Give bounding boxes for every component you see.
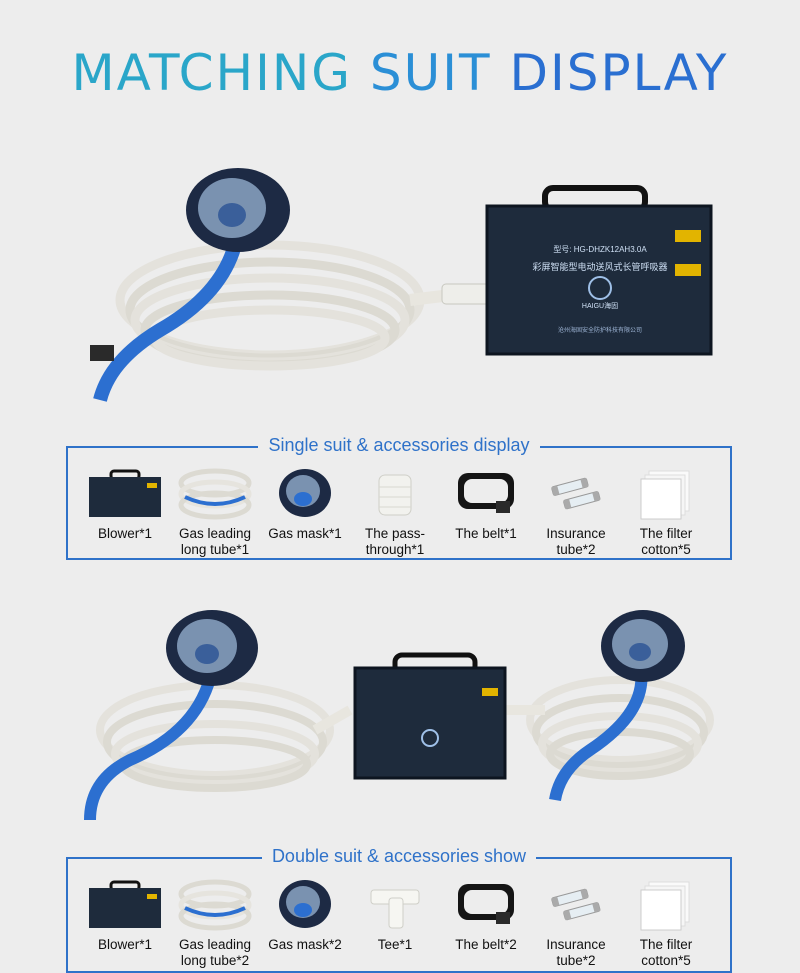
double-heading: Double suit & accessories show [261, 846, 537, 866]
accessory-item: Tee*1 [350, 877, 440, 953]
accessory-item: The pass-through*1 [350, 466, 440, 558]
gas-mask-icon [601, 610, 685, 682]
hose-coil-icon [526, 676, 714, 780]
accessory-item: Blower*1 [80, 466, 170, 542]
gas-mask-icon [166, 610, 258, 686]
belt-icon [441, 466, 531, 522]
blower-icon [353, 652, 507, 780]
blower-icon [80, 466, 170, 522]
title-word-2: SUIT [369, 44, 492, 102]
accessory-item: Gas leading long tube*2 [170, 877, 260, 969]
accessory-label: The belt*2 [455, 937, 517, 952]
device-company-label: 沧州海固安全防护科技有限公司 [558, 326, 642, 334]
accessory-label: Gas leading long tube*2 [178, 937, 252, 968]
device-brand-label: HAIGU海固 [582, 301, 618, 310]
title-word-1: MATCHING [71, 44, 353, 102]
accessory-item: Gas mask*2 [260, 877, 350, 953]
accessory-item: The belt*2 [441, 877, 531, 953]
accessory-label: The filter cotton*5 [639, 526, 693, 557]
accessory-label: Gas mask*1 [268, 526, 342, 541]
accessory-item: Gas mask*1 [260, 466, 350, 542]
accessory-label: The filter cotton*5 [639, 937, 693, 968]
accessory-label: The belt*1 [455, 526, 517, 541]
accessory-label: Insurance tube*2 [546, 937, 606, 968]
single-suit-photo: 型号: HG-DHZK12AH3.0A 彩屏智能型电动送风式长管呼吸器 HAIG… [0, 160, 800, 420]
gas-mask-icon [260, 466, 350, 522]
hose-coil-icon [170, 466, 260, 522]
blower-icon [80, 877, 170, 933]
accessory-label: Insurance tube*2 [546, 526, 606, 557]
single-accessories-panel: Single suit & accessories display Blower… [66, 435, 732, 560]
accessory-label: Gas mask*2 [268, 937, 342, 952]
hose-coil-icon [115, 240, 425, 371]
accessory-item: The filter cotton*5 [621, 466, 711, 558]
fuse-icon [531, 877, 621, 933]
accessory-item: The filter cotton*5 [621, 877, 711, 969]
belt-icon [441, 877, 531, 933]
blue-tube [93, 228, 245, 402]
double-accessories-panel: Double suit & accessories show Blower*1 G… [66, 846, 732, 973]
device-name-label: 彩屏智能型电动送风式长管呼吸器 [532, 261, 667, 272]
pass-through-icon [350, 466, 440, 522]
accessory-label: The pass-through*1 [364, 526, 426, 557]
accessory-item: Insurance tube*2 [531, 877, 621, 969]
accessory-label: Blower*1 [97, 937, 153, 952]
blower-icon: 型号: HG-DHZK12AH3.0A 彩屏智能型电动送风式长管呼吸器 HAIG… [485, 185, 713, 356]
accessory-label: Gas leading long tube*1 [178, 526, 252, 557]
filter-cotton-icon [621, 466, 711, 522]
page-title: MATCHING SUIT DISPLAY [0, 44, 800, 102]
device-model-label: 型号: HG-DHZK12AH3.0A [553, 245, 647, 254]
accessory-item: Gas leading long tube*1 [170, 466, 260, 558]
fuse-icon [531, 466, 621, 522]
hose-coil-icon [96, 681, 334, 792]
accessory-item: Insurance tube*2 [531, 466, 621, 558]
tee-icon [350, 877, 440, 933]
double-suit-photo [0, 610, 800, 835]
gas-mask-icon [260, 877, 350, 933]
accessory-item: Blower*1 [80, 877, 170, 953]
hose-coil-icon [170, 877, 260, 933]
single-heading: Single suit & accessories display [258, 435, 540, 455]
gas-mask-icon [186, 168, 290, 252]
accessory-item: The belt*1 [441, 466, 531, 542]
title-word-3: DISPLAY [509, 44, 729, 102]
accessory-label: Blower*1 [97, 526, 153, 541]
accessory-label: Tee*1 [377, 937, 413, 952]
filter-cotton-icon [621, 877, 711, 933]
